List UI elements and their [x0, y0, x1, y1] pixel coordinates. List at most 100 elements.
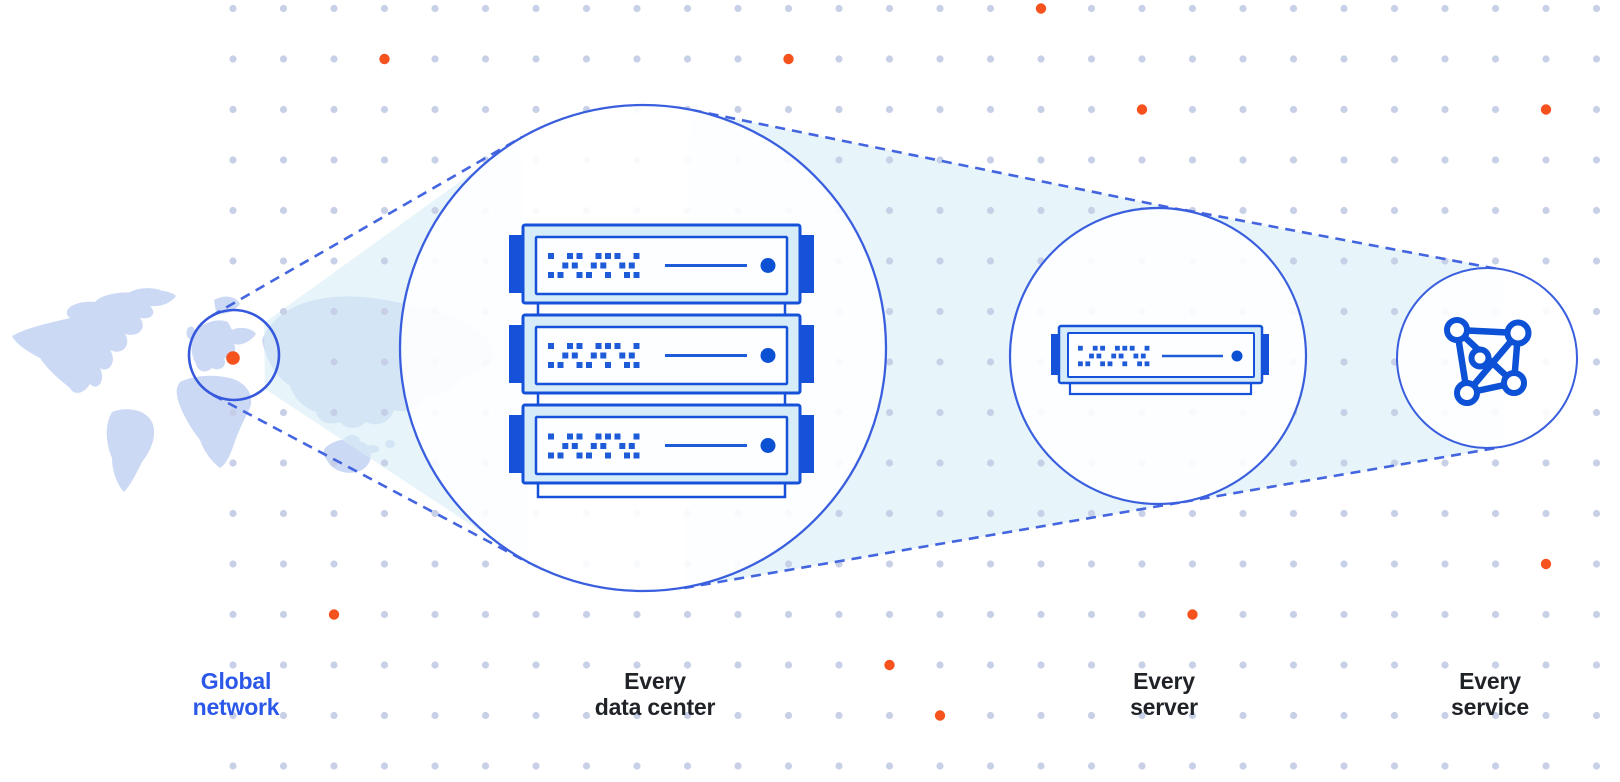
grid-dot [1087, 560, 1096, 568]
led-matrix-square [624, 362, 630, 368]
grid-dot [1542, 610, 1550, 619]
led-matrix-square [624, 452, 630, 459]
grid-dot [229, 408, 237, 417]
grid-dot [380, 156, 389, 164]
label-line: service [1451, 694, 1529, 720]
label-every-server: Every server [1130, 668, 1198, 720]
grid-dot [1037, 560, 1045, 568]
grid-dot [633, 661, 641, 669]
grid-dot [431, 509, 439, 518]
grid-dot [1592, 408, 1601, 417]
grid-dot [683, 610, 692, 619]
led-matrix-square [1144, 361, 1150, 367]
grid-dot [1441, 762, 1449, 770]
grid-dot [481, 105, 490, 114]
grid-dot [1239, 55, 1247, 63]
grid-dot [1289, 105, 1298, 114]
server-side-tab [799, 415, 814, 473]
grid-dot [431, 711, 439, 720]
grid-dot [380, 408, 389, 417]
grid-dot [1542, 711, 1550, 720]
grid-dot [1592, 105, 1601, 114]
grid-dot [885, 55, 894, 63]
grid-dot [582, 610, 591, 619]
led-matrix-square [548, 362, 554, 368]
server-rack-unit [509, 313, 814, 395]
grid-dot [1340, 560, 1348, 568]
grid-dot [279, 55, 288, 63]
grid-dot [1037, 105, 1045, 114]
grid-dot [229, 55, 237, 63]
mesh-node [1444, 317, 1470, 343]
grid-dot [1390, 762, 1399, 770]
grid-dot [885, 459, 894, 467]
led-matrix-square [567, 253, 573, 259]
label-line: server [1130, 694, 1198, 720]
grid-dot [835, 55, 843, 63]
grid-dot [633, 4, 641, 13]
grid-dot [279, 206, 288, 215]
grid-dot [885, 4, 894, 13]
grid-dot [1188, 156, 1197, 164]
grid-dot [734, 661, 742, 669]
grid-dot [1592, 560, 1601, 568]
accent-dot [934, 710, 946, 721]
grid-dot [1087, 661, 1096, 669]
rack-base [536, 481, 787, 499]
grid-dot [279, 105, 288, 114]
grid-dot [986, 307, 995, 316]
grid-dot [229, 257, 237, 265]
grid-dot [1592, 4, 1601, 13]
grid-dot [885, 610, 894, 619]
grid-dot [1441, 206, 1449, 215]
grid-dot [279, 610, 288, 619]
grid-dot [1491, 459, 1500, 467]
grid-dot [532, 610, 540, 619]
grid-dot [279, 459, 288, 467]
grid-dot [481, 762, 490, 770]
led-matrix-square [571, 262, 578, 269]
led-matrix-square [548, 433, 554, 440]
grid-dot [835, 156, 843, 164]
grid-dot [936, 459, 944, 467]
led-matrix-square [1133, 353, 1139, 359]
accent-dot [1035, 3, 1047, 14]
grid-dot [1441, 459, 1449, 467]
grid-dot [1037, 711, 1045, 720]
continent-europe [191, 320, 256, 372]
grid-dot [683, 711, 692, 720]
label-every-data-center: Every data center [595, 668, 716, 720]
led-matrix-square [600, 352, 607, 359]
mesh-node [1504, 319, 1532, 347]
grid-dot [1390, 257, 1399, 265]
grid-dot [1340, 257, 1348, 265]
grid-dot [1138, 55, 1146, 63]
grid-dot [1138, 711, 1146, 720]
led-matrix-square [595, 433, 602, 440]
grid-dot [229, 206, 237, 215]
label-line: Every [1133, 668, 1195, 694]
grid-dot [1491, 610, 1500, 619]
grid-dot [1289, 509, 1298, 518]
continent-greenland [127, 288, 166, 307]
grid-dot [986, 509, 995, 518]
grid-dot [481, 661, 490, 669]
led-matrix-square [590, 262, 597, 269]
server-led-dot [760, 438, 776, 453]
grid-dot [986, 105, 995, 114]
grid-dot [936, 661, 944, 669]
grid-dot [784, 661, 793, 669]
led-matrix-square [576, 433, 583, 440]
grid-dot [936, 610, 944, 619]
grid-dot [1239, 105, 1247, 114]
led-matrix-square [576, 343, 583, 349]
dashed-tangent-line [210, 135, 523, 318]
grid-dot [1542, 459, 1550, 467]
grid-dot [683, 661, 692, 669]
grid-dot [683, 55, 692, 63]
grid-dot [330, 408, 338, 417]
grid-dot [835, 711, 843, 720]
grid-dot [885, 509, 894, 518]
grid-dot [1390, 307, 1399, 316]
server-led-dot [760, 258, 776, 273]
